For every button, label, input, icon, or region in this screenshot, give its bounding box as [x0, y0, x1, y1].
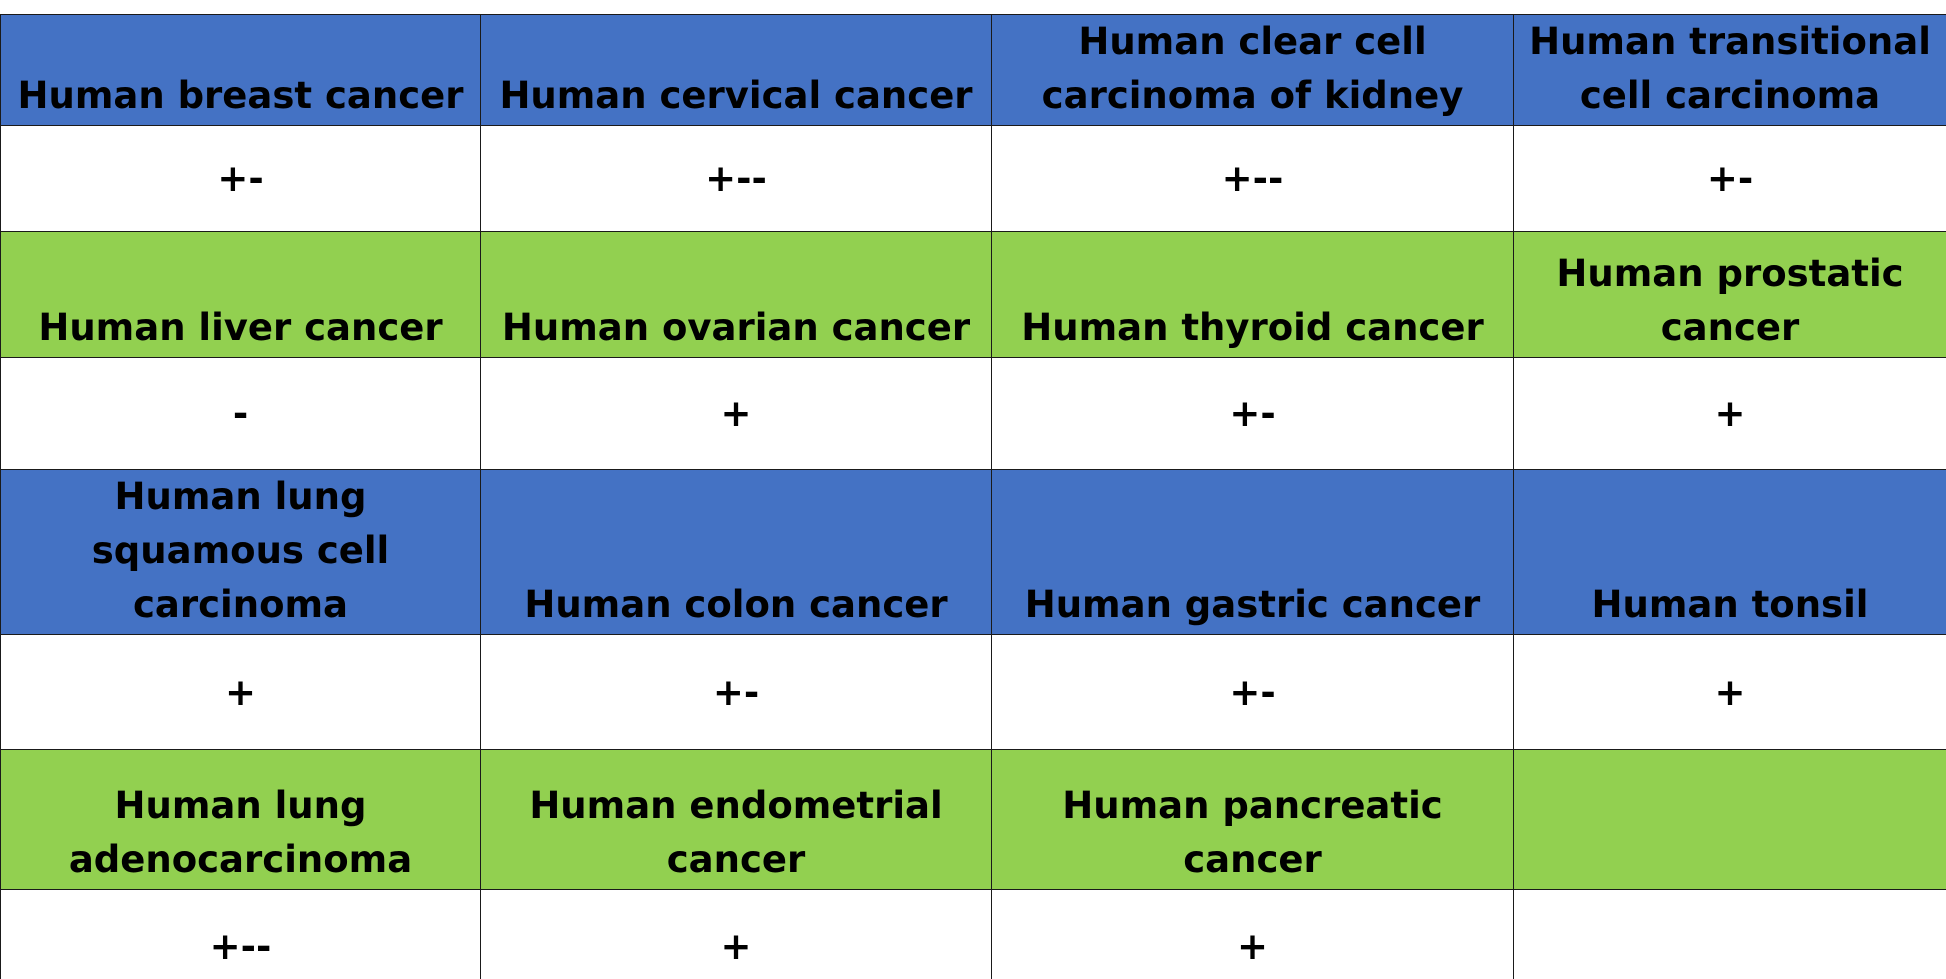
- tissue-name-cell: Human tonsil: [1513, 469, 1946, 635]
- tissue-name-cell: Human endometrial cancer: [480, 749, 992, 890]
- staining-value-cell: +-: [0, 125, 481, 232]
- staining-value-cell: +: [991, 889, 1514, 979]
- staining-value-cell: +: [1513, 634, 1946, 750]
- staining-value-cell: +-: [1513, 125, 1946, 232]
- table-value-row: + +- +- +: [0, 634, 1946, 750]
- tissue-name-cell: Human prostatic cancer: [1513, 231, 1946, 358]
- staining-value-cell: +-: [480, 634, 992, 750]
- tissue-name-cell: Human ovarian cancer: [480, 231, 992, 358]
- tissue-name-cell: Human thyroid cancer: [991, 231, 1514, 358]
- staining-value-cell: +: [1513, 357, 1946, 470]
- tissue-name-cell: Human liver cancer: [0, 231, 481, 358]
- tissue-name-cell: [1513, 749, 1946, 890]
- table-header-row: Human lung squamous cell carcinoma Human…: [0, 469, 1946, 635]
- tissue-name-cell: Human pancreatic cancer: [991, 749, 1514, 890]
- table-header-row: Human lung adenocarcinoma Human endometr…: [0, 749, 1946, 890]
- staining-value-cell: +-: [991, 634, 1514, 750]
- staining-value-cell: +: [480, 357, 992, 470]
- table-value-row: +- +-- +-- +-: [0, 125, 1946, 232]
- staining-value-cell: +--: [480, 125, 992, 232]
- cancer-staining-table: Human breast cancer Human cervical cance…: [0, 14, 1946, 979]
- staining-value-cell: +: [0, 634, 481, 750]
- tissue-name-cell: Human cervical cancer: [480, 14, 992, 126]
- staining-value-cell: +: [480, 889, 992, 979]
- staining-value-cell: -: [0, 357, 481, 470]
- tissue-name-cell: Human clear cell carcinoma of kidney: [991, 14, 1514, 126]
- staining-value-cell: +--: [0, 889, 481, 979]
- tissue-name-cell: Human transitional cell carcinoma: [1513, 14, 1946, 126]
- tissue-name-cell: Human breast cancer: [0, 14, 481, 126]
- tissue-name-cell: Human gastric cancer: [991, 469, 1514, 635]
- table-header-row: Human breast cancer Human cervical cance…: [0, 14, 1946, 126]
- tissue-name-cell: Human lung adenocarcinoma: [0, 749, 481, 890]
- staining-value-cell: +-: [991, 357, 1514, 470]
- tissue-name-cell: Human colon cancer: [480, 469, 992, 635]
- table-value-row: - + +- +: [0, 357, 1946, 470]
- tissue-name-cell: Human lung squamous cell carcinoma: [0, 469, 481, 635]
- staining-value-cell: +--: [991, 125, 1514, 232]
- staining-value-cell: [1513, 889, 1946, 979]
- table-header-row: Human liver cancer Human ovarian cancer …: [0, 231, 1946, 358]
- table-value-row: +-- + +: [0, 889, 1946, 979]
